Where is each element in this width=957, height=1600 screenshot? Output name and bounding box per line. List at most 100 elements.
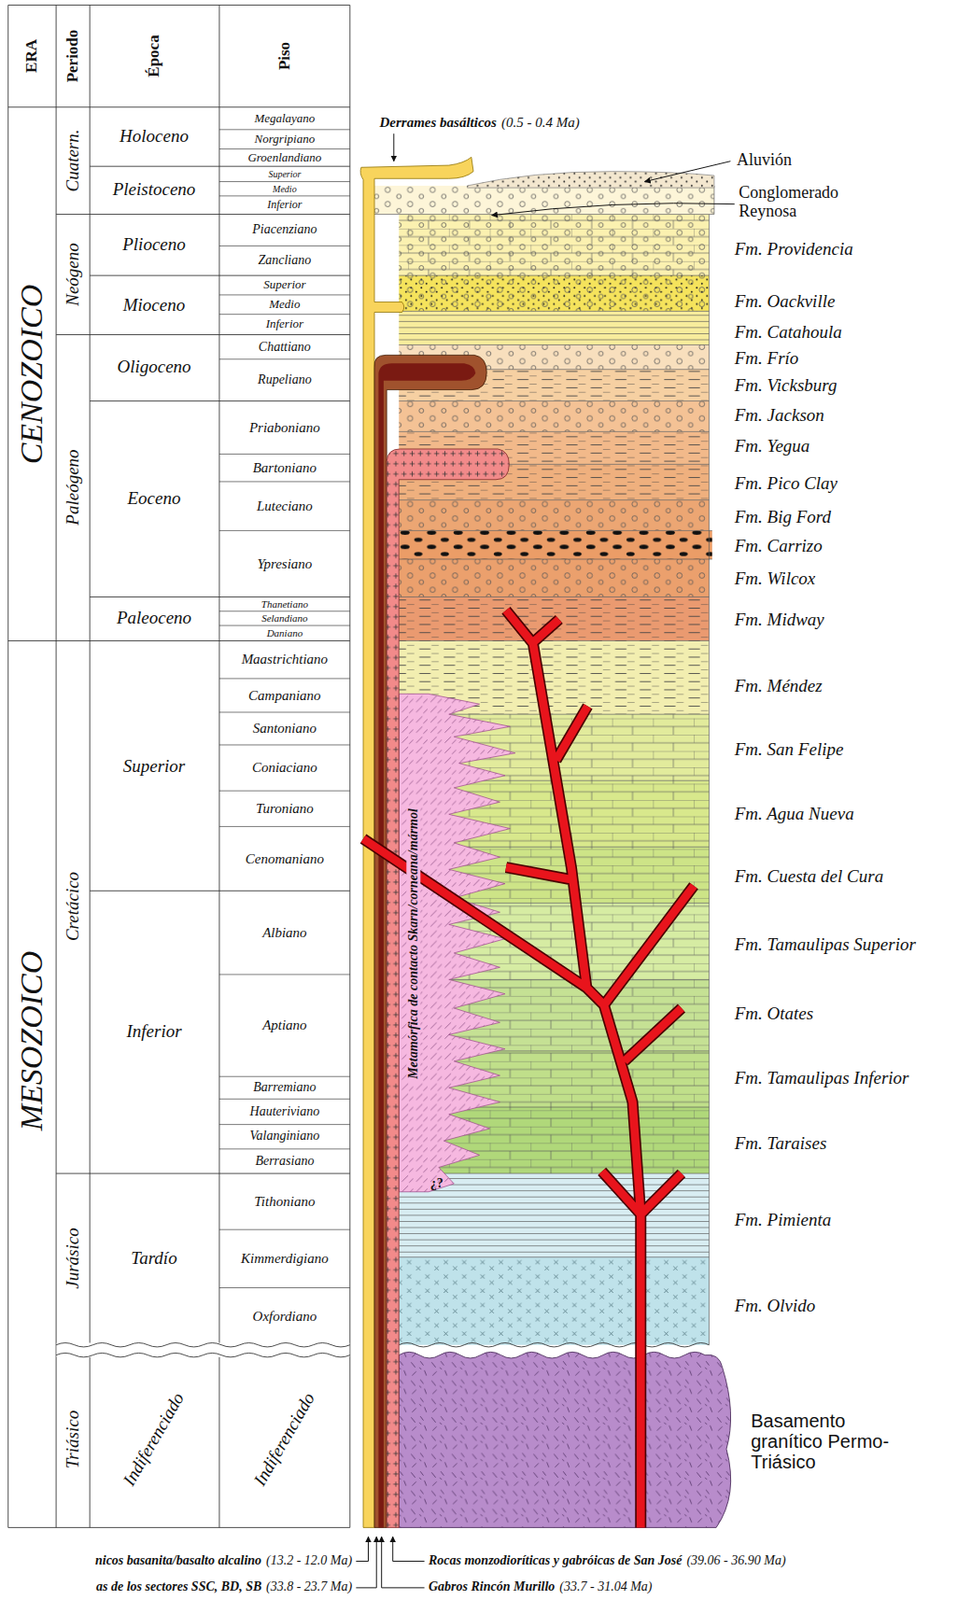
leader-line	[380, 1536, 382, 1589]
leader-line	[355, 1587, 377, 1589]
leader-line	[355, 1561, 368, 1563]
rock-layer	[398, 1257, 709, 1346]
rock-pattern	[398, 401, 709, 433]
stage-name: Aptiano	[262, 1017, 308, 1034]
stage-name: Oxfordiano	[253, 1308, 318, 1324]
stage-name: Inferior	[266, 317, 304, 331]
unit-label: Conglomerado Reynosa	[738, 184, 870, 223]
formation-name: Fm. Frío	[734, 348, 800, 368]
formation-name: Fm. Olvido	[734, 1295, 817, 1316]
stage-name: Medio	[268, 297, 300, 311]
rock-pattern	[386, 449, 509, 1528]
age-label: (0.5 - 0.4 Ma)	[501, 114, 580, 131]
formation-name: Fm. Jackson	[734, 405, 825, 425]
age-label: (33.8 - 23.7 Ma)	[266, 1580, 352, 1595]
stage-name: Megalayano	[253, 112, 315, 126]
era-name: MESOZOICO	[14, 950, 49, 1131]
rock-pattern	[398, 1351, 731, 1528]
epoch-name: Oligoceno	[116, 357, 191, 378]
formation-name: Fm. Cuesta del Cura	[734, 866, 884, 887]
age-label: (13.2 - 12.0 Ma)	[266, 1553, 352, 1568]
stage-name: Maastrichtiano	[241, 651, 329, 668]
epoch-name: Eoceno	[127, 489, 182, 509]
unit-label: as de los sectores SSC, BD, SB	[96, 1580, 262, 1595]
rock-layer	[398, 214, 709, 277]
time-break	[56, 1343, 351, 1348]
rock-pattern	[398, 500, 709, 532]
formation-name: Fm. San Felipe	[734, 740, 845, 760]
rock-layer	[398, 275, 709, 311]
stage-name: Bartoniano	[253, 460, 317, 477]
unit-label: Aluvión	[736, 151, 792, 170]
rock-layer	[398, 401, 709, 433]
age-label: (33.7 - 31.04 Ma)	[559, 1580, 652, 1595]
rock-pattern	[398, 1257, 709, 1346]
stage-name: Turoniano	[255, 801, 314, 817]
stage-name: Daniano	[267, 627, 304, 639]
period-name: Paleógeno	[62, 450, 83, 526]
formation-name: Fm. Big Ford	[734, 507, 831, 528]
epoch-name: Pleistoceno	[112, 180, 197, 200]
period-name: Jurásico	[62, 1228, 83, 1290]
rock-pattern	[398, 693, 516, 1192]
leader-line	[393, 133, 395, 162]
stage-name: Norgripiano	[254, 132, 316, 146]
leader-line	[645, 161, 732, 183]
period-name: Cuatern.	[62, 128, 83, 192]
stage-name: Indiferenciado	[250, 1390, 320, 1491]
time-scale-table	[8, 4, 351, 1528]
rock-layer	[398, 559, 709, 597]
unconformity	[398, 1343, 709, 1348]
rock-pattern	[398, 275, 709, 311]
formation-name: Fm. Otates	[734, 1004, 814, 1025]
formation-name: Fm. Providencia	[734, 239, 854, 259]
unit-label: nicos basanita/basalto alcalino	[95, 1553, 262, 1568]
unit-label: Basamento granítico Permo-Triásico	[750, 1410, 910, 1473]
formation-name: Fm. Taraises	[734, 1134, 828, 1155]
stage-name: Hauteriviano	[250, 1104, 321, 1119]
rock-pattern	[398, 310, 709, 345]
formation-name: Fm. Midway	[734, 610, 825, 631]
unit-label: Gabros Rincón Murillo	[428, 1580, 555, 1595]
leader-line	[492, 203, 735, 216]
stage-name: Medio	[272, 183, 297, 195]
dike-outline	[363, 610, 694, 1529]
dike	[363, 610, 694, 1529]
epoch-name: Indiferenciado	[119, 1390, 189, 1491]
rock-layer	[398, 310, 709, 345]
table-rule	[8, 4, 351, 1528]
stage-name: Chattiano	[258, 339, 311, 354]
rock-layer	[398, 530, 712, 560]
stage-name: Santoniano	[253, 720, 317, 737]
table-rule	[56, 214, 351, 1175]
formation-name: Fm. Pimienta	[734, 1210, 831, 1230]
stage-name: Kimmerdigiano	[240, 1251, 329, 1267]
time-break	[56, 1343, 351, 1358]
stage-name: Tithoniano	[253, 1193, 315, 1210]
stage-name: Ypresiano	[256, 555, 312, 572]
formation-name: Fm. Pico Clay	[734, 474, 838, 494]
time-break	[56, 1352, 351, 1357]
formation-name: Fm. Carrizo	[734, 535, 823, 556]
formation-name: Fm. Tamaulipas Superior	[734, 934, 916, 955]
rock-pattern	[398, 214, 709, 277]
epoch-name: Mioceno	[123, 295, 185, 315]
stage-name: Priaboniano	[249, 420, 321, 437]
epoch-name: Inferior	[126, 1021, 182, 1042]
stage-name: Coniaciano	[252, 759, 318, 776]
table-rule	[219, 129, 351, 1289]
stage-name: Albiano	[262, 925, 308, 942]
stage-name: Groenlandiano	[247, 151, 322, 165]
stage-name: Superior	[267, 168, 301, 180]
stage-name: Berrasiano	[254, 1154, 314, 1169]
stage-name: Campaniano	[248, 687, 322, 704]
formation-name: Fm. Agua Nueva	[734, 804, 855, 825]
stage-name: Selandiano	[261, 612, 309, 624]
header-cell: Época	[145, 34, 164, 77]
stage-name: Superior	[263, 278, 307, 292]
formation-name: Fm. Catahoula	[734, 323, 843, 343]
formation-name: Fm. Méndez	[734, 676, 823, 697]
zone-label: Metamórfica de contacto Skarn/corneana/m…	[406, 805, 421, 1083]
formation-name: Fm. Oackville	[734, 292, 836, 312]
table-rule	[8, 4, 351, 1528]
